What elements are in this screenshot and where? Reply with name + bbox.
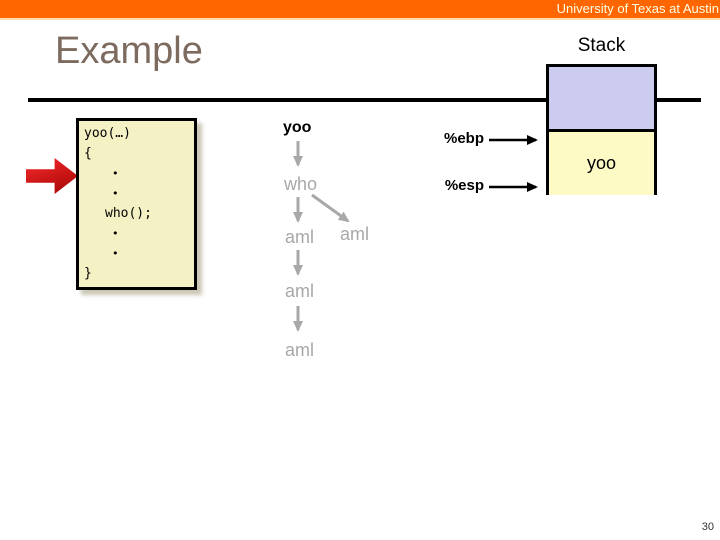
institution-name: University of Texas at Austin bbox=[556, 1, 719, 16]
tree-node-aml-right: aml bbox=[340, 224, 370, 244]
stack-frame-yoo-label: yoo bbox=[586, 153, 617, 173]
register-ebp-label: %ebp bbox=[443, 130, 484, 147]
code-line-signature: yoo(…) bbox=[84, 126, 131, 141]
code-line-bullet: • bbox=[112, 187, 119, 200]
code-line-bullet: • bbox=[112, 247, 119, 260]
page-title: Example bbox=[55, 30, 203, 72]
tree-node-aml-3: aml bbox=[285, 340, 315, 360]
code-box: yoo(…) { • • who(); • • } bbox=[76, 118, 197, 290]
title-underline bbox=[28, 98, 701, 102]
stack-frame-yoo: yoo bbox=[549, 129, 654, 195]
tree-node-yoo: yoo bbox=[283, 119, 312, 136]
tree-node-who: who bbox=[284, 174, 318, 194]
stack-frame-caller bbox=[549, 67, 654, 129]
code-line-bullet: • bbox=[112, 227, 119, 240]
tree-node-aml-2: aml bbox=[285, 281, 315, 301]
register-arrows bbox=[489, 135, 538, 192]
stack-title: Stack bbox=[577, 35, 626, 56]
stack-diagram: yoo bbox=[546, 64, 657, 195]
tree-node-aml-1: aml bbox=[285, 227, 315, 247]
code-line-call: who(); bbox=[105, 206, 152, 221]
register-esp-label: %esp bbox=[444, 177, 484, 194]
header-bar: University of Texas at Austin bbox=[0, 0, 720, 20]
code-line-bullet: • bbox=[112, 167, 119, 180]
red-arrow-icon bbox=[26, 158, 78, 194]
code-line-close-brace: } bbox=[84, 266, 92, 281]
page-number: 30 bbox=[701, 521, 714, 533]
code-line-open-brace: { bbox=[84, 146, 92, 161]
